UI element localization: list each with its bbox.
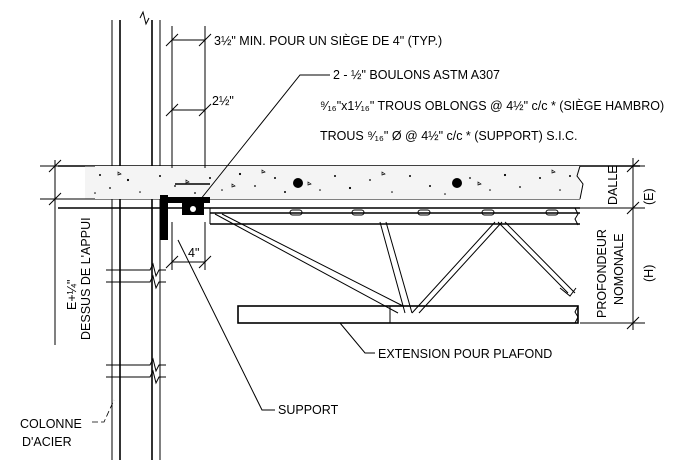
slab-label: DALLE: [606, 165, 620, 205]
dim-4-label: 4": [188, 246, 199, 260]
joist-top-chord: [209, 207, 580, 226]
leader-lines: [92, 74, 375, 423]
ceiling-extension: [237, 305, 579, 324]
depth-label-2: NOMONALE: [612, 233, 626, 305]
dim-2-5-label: 2½": [212, 94, 234, 108]
slab-e-label: (E): [642, 188, 656, 205]
joist-web-members: [214, 213, 577, 314]
ceiling-label: EXTENSION POUR PLAFOND: [378, 347, 552, 361]
bearing-top-label: DESSUS DE L'APPUI: [79, 217, 93, 340]
annotation-labels: 3½" MIN. POUR UN SIÈGE DE 4" (TYP.) 2½" …: [20, 33, 664, 449]
seat-support-angle: [160, 183, 210, 240]
bolts-label: 2 - ½" BOULONS ASTM A307: [333, 68, 500, 82]
elevation-label: E+¼": [65, 280, 79, 311]
column-label-2: D'ACIER: [22, 435, 72, 449]
concrete-slab: [58, 165, 640, 209]
depth-label-1: PROFONDEUR: [595, 229, 609, 318]
seat-note-label: 3½" MIN. POUR UN SIÈGE DE 4" (TYP.): [214, 33, 442, 48]
dimension-lines: [40, 26, 645, 345]
steel-column: [106, 10, 166, 460]
slots-label: ⁹⁄₁₆"x1¹⁄₁₆" TROUS OBLONGS @ 4½" c/c * (…: [320, 98, 664, 113]
holes-label: TROUS ⁹⁄₁₆" Ø @ 4½" c/c * (SUPPORT) S.I.…: [320, 129, 578, 143]
column-label-1: COLONNE: [20, 417, 82, 431]
support-label: SUPPORT: [278, 403, 339, 417]
depth-h-label: (H): [642, 265, 656, 282]
